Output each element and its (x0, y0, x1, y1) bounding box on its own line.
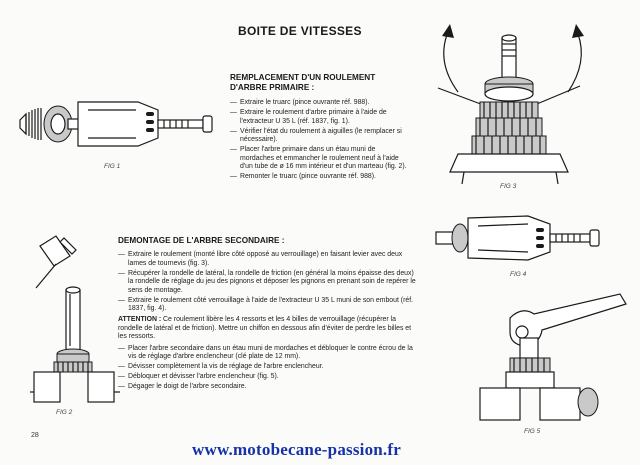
figure-caption-fig5: FIG 5 (524, 428, 541, 435)
bearing-puller-illustration (19, 101, 213, 147)
section2-list: Extraire le roulement (monté libre côté … (118, 251, 418, 314)
section2-list-2: Placer l'arbre secondaire dans un étau m… (118, 345, 418, 392)
footer-url[interactable]: www.motobecane-passion.fr (192, 440, 401, 459)
puller-shaft-illustration (435, 215, 600, 261)
list-item: Extraire le roulement côté verrouillage … (118, 297, 418, 314)
page-number: 28 (31, 432, 39, 439)
list-item: Extraire le truarc (pince ouvrante réf. … (230, 99, 408, 108)
figure-caption-fig4: FIG 4 (510, 271, 527, 278)
page-title: BOITE DE VITESSES (238, 24, 362, 38)
section1-list: Extraire le truarc (pince ouvrante réf. … (230, 99, 408, 182)
hammer-tube-vice-illustration (30, 235, 120, 403)
list-item: Placer l'arbre primaire dans un étau mun… (230, 146, 408, 172)
section-title-line: REMPLACEMENT D'UN ROULEMENT (230, 73, 376, 82)
wrench-vice-illustration (479, 293, 627, 421)
list-item: Remonter le truarc (pince ouvrante réf. … (230, 173, 408, 182)
figure-caption-fig1: FIG 1 (104, 163, 121, 170)
section1-text: Extraire le truarc (pince ouvrante réf. … (230, 99, 408, 183)
list-item: Placer l'arbre secondaire dans un étau m… (118, 345, 418, 362)
gear-shaft-screwdriver-illustration (437, 24, 584, 185)
section2-text: Extraire le roulement (monté libre côté … (118, 251, 418, 393)
attention-note: ATTENTION : Ce roulement libère les 4 re… (118, 316, 418, 342)
list-item: Extraire le roulement d'arbre primaire à… (230, 109, 408, 126)
section-title-line: D'ARBRE PRIMAIRE : (230, 83, 315, 92)
attention-label: ATTENTION : (118, 315, 162, 323)
list-item: Vérifier l'état du roulement à aiguilles… (230, 128, 408, 145)
list-item: Dévisser complètement la vis de réglage … (118, 363, 418, 372)
list-item: Dégager le doigt de l'arbre secondaire. (118, 383, 418, 392)
list-item: Récupérer la rondelle de latéral, la ron… (118, 270, 418, 296)
section-title-secondary: DEMONTAGE DE L'ARBRE SECONDAIRE : (118, 236, 285, 245)
figure-caption-fig3: FIG 3 (500, 183, 517, 190)
attention-text: Ce roulement libère les 4 ressorts et le… (118, 315, 412, 341)
list-item: Extraire le roulement (monté libre côté … (118, 251, 418, 268)
section-title-primary: REMPLACEMENT D'UN ROULEMENT D'ARBRE PRIM… (230, 73, 375, 93)
figure-caption-fig2: FIG 2 (56, 409, 73, 416)
list-item: Débloquer et dévisser l'arbre enclencheu… (118, 373, 418, 382)
